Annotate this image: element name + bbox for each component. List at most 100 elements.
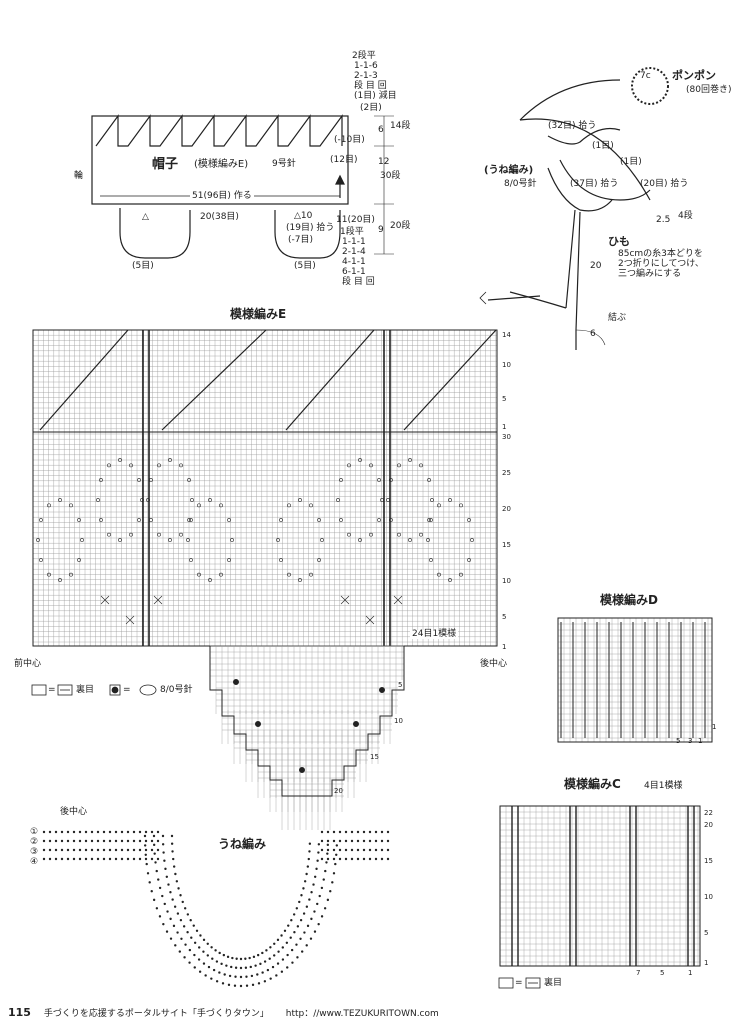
legend-boxes [31,684,541,989]
hat-top-stitches: (2目) [360,103,382,113]
chart-d-col-1: 1 [698,737,703,745]
hat-left-flap-count: (5目) [132,261,154,271]
himo-desc-0: 85cmの糸3本どりを [618,249,703,259]
chart-e-row-1a: 1 [502,423,507,431]
hat-dim-9: 9 [378,225,384,235]
legend-e-sym1: 裏目 [76,685,95,695]
side-pick-37: (37目) 拾う [570,179,619,189]
side-dim-6: 6 [590,329,596,339]
himo-title: ひも [608,235,630,248]
side-knot: 結ぶ [608,313,627,323]
chart-c-col-5: 5 [660,969,665,977]
hat-flap-pickup-2: (-7目) [288,235,313,245]
chart-c-col-1: 1 [688,969,693,977]
side-dim-25: 2.5 [656,215,671,225]
chart-e-row-5a: 5 [502,395,507,403]
hat-bottom-shaping-5: 段 目 回 [342,277,375,287]
page-number: 115 [8,1006,31,1019]
chart-e-back-center: 後中心 [480,659,508,669]
pompom-wraps: (80回巻き) [686,85,732,95]
hat-dim-11: 11(20目) [336,215,375,225]
chart-e-row-25: 25 [502,469,511,477]
page-footer: 115 手づくりを応援するポータルサイト「手づくりタウン」 http：//www… [8,1006,439,1019]
chart-e-repeat: 24目1模様 [410,629,459,639]
side-one-a: (1目) [592,141,614,151]
footer-url: http：//www.TEZUKURITOWN.com [285,1009,439,1019]
hat-side-mid: (12目) [330,155,358,165]
hat-bottom-shaping-2: 2-1-4 [342,247,366,257]
hat-top-decrease-2: 2-1-3 [354,71,378,81]
chart-e-row-10b: 10 [502,577,511,585]
hat-flap-top-mark: △ [142,212,149,222]
himo-desc-1: 2つ折りにしてつけ、 [618,259,704,269]
chart-e-row-15: 15 [502,541,511,549]
chart-c-legend-sym: 裏目 [544,978,563,988]
chart-c-row-1: 1 [704,959,709,967]
chart-e-symbols [36,458,474,625]
chart-c-col-7: 7 [636,969,641,977]
chart-d-col-3: 3 [688,737,693,745]
hat-right-flap-count: (5目) [294,261,316,271]
chart-d-col-5: 5 [676,737,681,745]
legend-e-sym2: 8/0号針 [160,685,193,695]
hat-schematic [91,114,394,259]
une-row-mark-1: ① [30,827,39,837]
une-back-center: 後中心 [60,807,88,817]
hat-flap-pickup-0: △10 [294,211,313,221]
side-dim-20: 20 [590,261,602,271]
une-rows [42,830,390,988]
flap-row-15: 15 [370,753,379,761]
chart-c-row-15: 15 [704,857,713,865]
side-une-title: (うね編み) [484,165,534,176]
chart-e-grid [32,329,497,646]
flap-row-5: 5 [398,681,403,689]
chart-e-row-10a: 10 [502,361,511,369]
chart-c-grid [499,805,701,967]
hat-bottom-shaping-3: 4-1-1 [342,257,366,267]
flap-grid [209,645,404,830]
hat-bottom-shaping-4: 6-1-1 [342,267,366,277]
side-dim-4: 4段 [678,211,693,221]
chart-e-row-20: 20 [502,505,511,513]
flap-row-10: 10 [394,717,403,725]
hat-pattern-ref: (模様編みE) [194,159,249,170]
une-title: うね編み [218,837,267,851]
hat-top-decrease-4: (1目) 減目 [354,91,397,101]
hat-width-between: 20(38目) [200,212,239,222]
hat-needle: 9号針 [272,159,296,169]
side-pick-32: (32目) 拾う [548,121,597,131]
chart-c-row-5: 5 [704,929,709,937]
hat-dim-6: 6 [378,125,384,135]
hat-dim-14: 14段 [390,121,411,131]
side-pick-20: (20目) 拾う [640,179,689,189]
chart-c-row-10: 10 [704,893,713,901]
chart-d-grid [557,617,713,743]
chart-d-title: 模様編みD [600,593,658,607]
une-row-mark-4: ④ [30,857,39,867]
chart-e-title: 模様編みE [230,307,287,321]
hat-bottom-shaping-1: 1-1-1 [342,237,366,247]
chart-e-row-30: 30 [502,433,511,441]
chart-e-row-5b: 5 [502,613,507,621]
hat-side-view [479,67,669,350]
pompom-size: 7c [640,71,651,81]
une-row-mark-2: ② [30,837,39,847]
flap-row-20: 20 [334,787,343,795]
une-row-mark-3: ③ [30,847,39,857]
chart-c-repeat: 4目1模様 [644,781,683,791]
chart-d-row-1: 1 [712,723,717,731]
flap-outline [209,646,405,797]
hat-dim-12: 12 [378,157,390,167]
hat-title: 帽子 [152,157,179,172]
hat-dim-20: 20段 [390,221,411,231]
chart-c-row-22: 22 [704,809,713,817]
chart-e-row-14: 14 [502,331,511,339]
chart-c-legend-eq: = [515,978,523,988]
footer-text: 手づくりを応援するポータルサイト「手づくりタウン」 [43,1009,269,1019]
chart-c-row-20: 20 [704,821,713,829]
hat-top-decrease-0: 2段平 [352,51,376,61]
side-une-needle: 8/0号針 [504,179,537,189]
hat-top-decrease-3: 段 目 回 [354,81,387,91]
legend-e-eq1: = [48,685,56,695]
